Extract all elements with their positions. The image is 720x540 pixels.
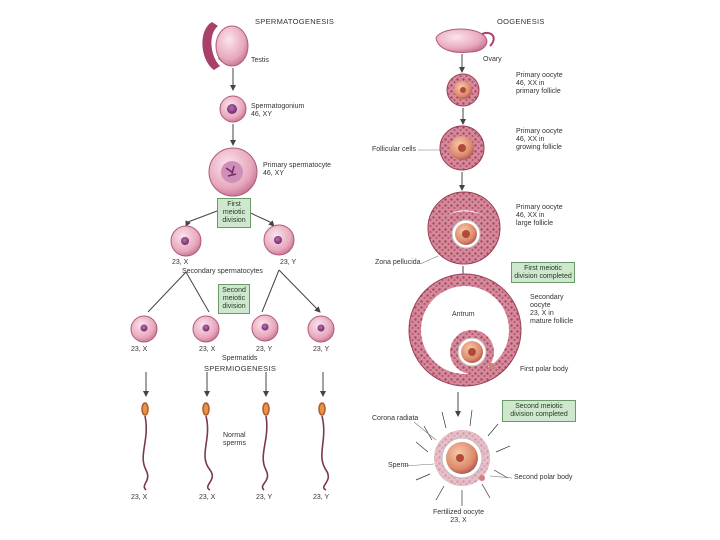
spermiogenesis-label: SPERMIOGENESIS [204, 364, 277, 373]
secondary-spermatocyte-x-label: 23, X [172, 259, 189, 266]
spermatogonium-label: Spermatogonium 46, XY [251, 103, 305, 118]
primary-oocyte-growing-follicle-label: Primary oocyte 46, XX in growing follicl… [516, 128, 563, 151]
sperm-label: 23, Y [313, 494, 330, 501]
first-polar-body-label: First polar body [520, 366, 569, 373]
spermatid-icon [130, 314, 335, 343]
sperm-label: 23, X [199, 494, 216, 501]
testis-label: Testis [251, 57, 269, 64]
sperm-icon [141, 402, 330, 491]
secondary-spermatocyte-y-icon [263, 224, 295, 256]
leader-lines [217, 57, 513, 479]
oogenesis-header: OOGENESIS [497, 17, 545, 26]
sperm-label: Sperm [388, 462, 409, 469]
first-meiotic-division-completed-box: First meiotic division completed [511, 262, 575, 283]
primary-spermatocyte-label: Primary spermatocyte 46, XY [263, 162, 332, 177]
primary-spermatocyte-cell-icon [208, 147, 258, 197]
ovary-icon [435, 28, 495, 53]
follicular-cells-label: Follicular cells [372, 146, 416, 153]
second-meiotic-division-box: Second meiotic division [218, 284, 250, 314]
secondary-oocyte-label: Secondary oocyte 23, X in mature follicl… [530, 294, 574, 325]
mature-follicle-icon [408, 273, 522, 387]
first-meiotic-division-box: First meiotic division [217, 198, 251, 228]
primary-oocyte-large-follicle-label: Primary oocyte 46, XX in large follicle [516, 204, 563, 227]
corona-radiata-label: Corona radiata [372, 415, 419, 422]
ovary-label: Ovary [483, 56, 502, 63]
secondary-spermatocyte-y-label: 23, Y [280, 259, 297, 266]
spermatids-label: Spermatids [222, 355, 258, 362]
growing-follicle-icon [439, 125, 485, 171]
secondary-spermatocyte-x-icon [170, 225, 202, 257]
fertilized-oocyte-icon [415, 409, 511, 506]
spermatogenesis-header: SPERMATOGENESIS [255, 17, 335, 26]
secondary-spermatocytes-label: Secondary spermatocytes [182, 268, 263, 275]
spermatogonium-cell-icon [219, 95, 247, 123]
sperm-label: 23, X [131, 494, 148, 501]
primary-oocyte-primary-follicle-label: Primary oocyte 46, XX in primary follicl… [516, 72, 563, 95]
second-polar-body-label: Second polar body [514, 474, 573, 481]
large-follicle-icon [427, 191, 501, 265]
spermatid-label: 23, X [131, 346, 148, 353]
normal-sperms-label: Normal sperms [223, 432, 246, 447]
zona-pellucida-label: Zona pellucida [375, 259, 421, 266]
testis-icon [202, 22, 249, 70]
spermatid-label: 23, Y [256, 346, 273, 353]
sperm-label: 23, Y [256, 494, 273, 501]
arrows [143, 372, 326, 397]
second-meiotic-division-completed-box: Second meiotic division completed [502, 400, 576, 422]
antrum-label: Antrum [452, 311, 475, 318]
fertilized-oocyte-label: Fertilized oocyte 23, X [433, 509, 484, 524]
primary-follicle-icon [446, 73, 480, 107]
spermatid-label: 23, Y [313, 346, 330, 353]
spermatid-label: 23, X [199, 346, 216, 353]
